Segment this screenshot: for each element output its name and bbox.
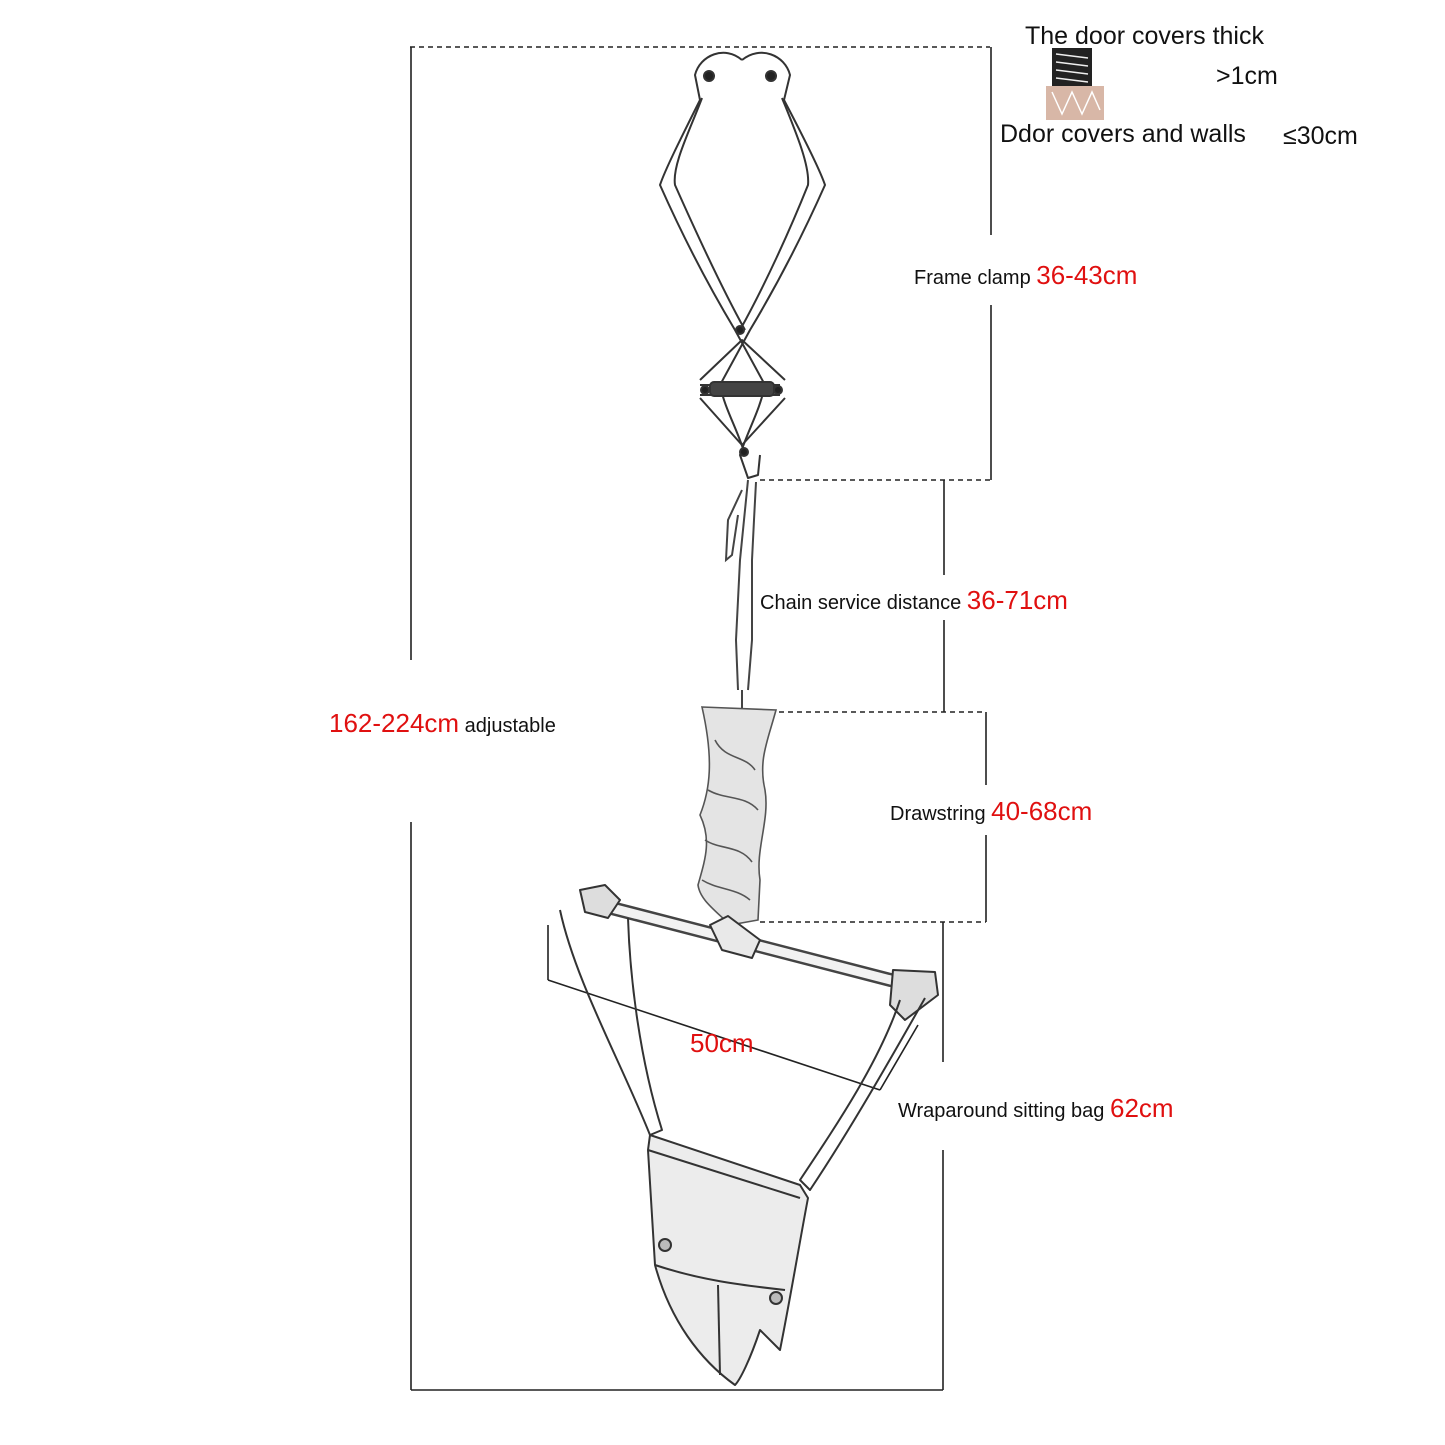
frame-clamp-label: Frame clamp 36-43cm: [914, 260, 1137, 291]
frame-clamp-value: 36-43cm: [1036, 260, 1138, 290]
drawstring-value: 40-68cm: [991, 796, 1093, 826]
width-right-diagonal: [879, 1024, 919, 1091]
door-thick-label: The door covers thick: [1025, 22, 1264, 50]
bar-width-value: 50cm: [690, 1028, 754, 1058]
sitting-bag-illustration: [559, 884, 939, 1386]
sitting-bag-value: 62cm: [1110, 1093, 1174, 1123]
wall-value: ≤30cm: [1283, 122, 1358, 150]
frame-clamp-text: Frame clamp: [914, 267, 1031, 289]
wall-distance-swatch: [1046, 86, 1104, 120]
wall-label: Ddor covers and walls: [1000, 120, 1246, 148]
dimension-lines: [410, 46, 992, 1391]
bar-width-label: 50cm: [690, 1028, 754, 1059]
total-text: adjustable: [464, 715, 556, 737]
total-label: 162-224cm adjustable: [329, 708, 556, 739]
total-value: 162-224cm: [329, 708, 460, 738]
drawstring-label: Drawstring 40-68cm: [890, 796, 1092, 827]
sitting-bag-label: Wraparound sitting bag 62cm: [898, 1093, 1174, 1124]
chain-text: Chain service distance: [760, 592, 962, 614]
chain-label: Chain service distance 36-71cm: [760, 585, 1068, 616]
frame-clamp-illustration: [659, 51, 826, 479]
drawstring-sleeve-illustration: [697, 706, 778, 926]
chain-value: 36-71cm: [966, 585, 1068, 615]
door-thickness-swatch: [1052, 48, 1092, 86]
width-diagonal: [547, 979, 881, 1091]
drawstring-text: Drawstring: [890, 803, 986, 825]
door-thick-value: >1cm: [1216, 62, 1278, 90]
chain-illustration: [724, 479, 757, 712]
sitting-bag-text: Wraparound sitting bag: [898, 1100, 1105, 1122]
